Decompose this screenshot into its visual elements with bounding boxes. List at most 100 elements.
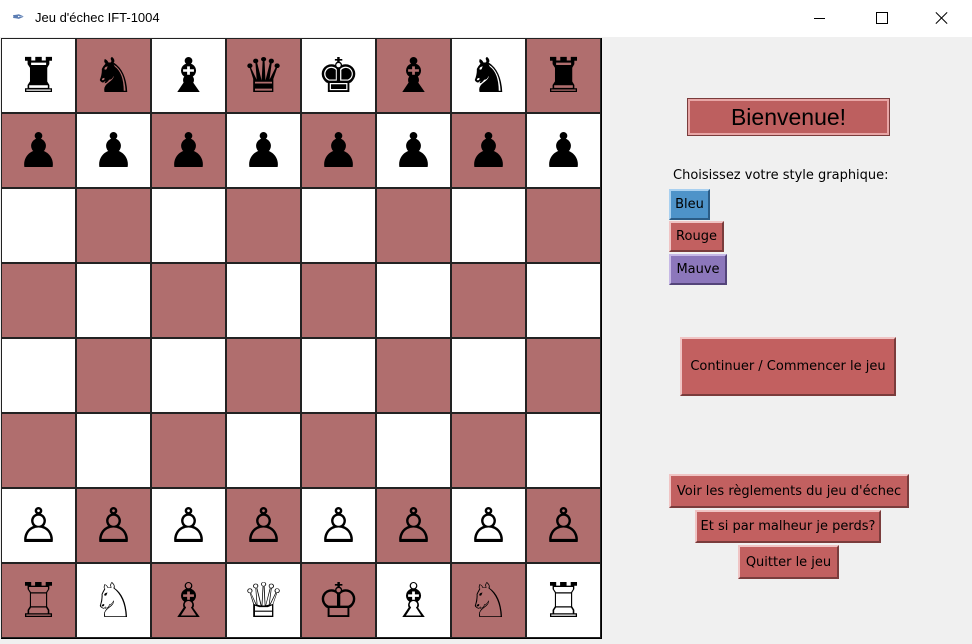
board-square[interactable]: ♝ — [376, 38, 451, 113]
board-square[interactable]: ♙ — [451, 488, 526, 563]
board-square[interactable]: ♔ — [301, 563, 376, 638]
board-square[interactable] — [1, 413, 76, 488]
board-square[interactable] — [76, 263, 151, 338]
chess-piece[interactable]: ♜ — [541, 47, 586, 104]
board-square[interactable] — [76, 413, 151, 488]
chess-piece[interactable]: ♟ — [541, 122, 586, 179]
chess-piece[interactable]: ♘ — [466, 572, 511, 629]
chess-piece[interactable]: ♛ — [241, 47, 286, 104]
board-square[interactable] — [376, 188, 451, 263]
quit-button[interactable]: Quitter le jeu — [738, 545, 839, 579]
chess-piece[interactable]: ♟ — [166, 122, 211, 179]
chess-piece[interactable]: ♟ — [391, 122, 436, 179]
board-square[interactable] — [226, 338, 301, 413]
board-square[interactable] — [301, 413, 376, 488]
chess-piece[interactable]: ♟ — [241, 122, 286, 179]
board-square[interactable]: ♟ — [526, 113, 601, 188]
board-square[interactable]: ♟ — [76, 113, 151, 188]
board-square[interactable] — [151, 338, 226, 413]
board-square[interactable]: ♖ — [526, 563, 601, 638]
chess-piece[interactable]: ♟ — [16, 122, 61, 179]
board-square[interactable] — [451, 188, 526, 263]
chess-piece[interactable]: ♙ — [166, 497, 211, 554]
chess-piece[interactable]: ♙ — [16, 497, 61, 554]
board-square[interactable] — [451, 338, 526, 413]
board-square[interactable]: ♟ — [376, 113, 451, 188]
chess-piece[interactable]: ♟ — [466, 122, 511, 179]
board-square[interactable] — [526, 188, 601, 263]
board-square[interactable] — [451, 413, 526, 488]
board-square[interactable] — [1, 338, 76, 413]
chess-piece[interactable]: ♙ — [241, 497, 286, 554]
board-square[interactable] — [226, 413, 301, 488]
board-square[interactable] — [376, 263, 451, 338]
chess-piece[interactable]: ♚ — [316, 47, 361, 104]
board-square[interactable] — [301, 263, 376, 338]
start-game-button[interactable]: Continuer / Commencer le jeu — [680, 337, 896, 396]
board-square[interactable]: ♙ — [376, 488, 451, 563]
style-red-button[interactable]: Rouge — [669, 221, 724, 252]
board-square[interactable]: ♜ — [1, 38, 76, 113]
board-square[interactable] — [451, 263, 526, 338]
chess-piece[interactable]: ♔ — [316, 572, 361, 629]
board-square[interactable] — [151, 413, 226, 488]
board-square[interactable]: ♗ — [376, 563, 451, 638]
board-square[interactable]: ♙ — [76, 488, 151, 563]
board-square[interactable] — [376, 338, 451, 413]
board-square[interactable]: ♞ — [76, 38, 151, 113]
board-square[interactable]: ♟ — [226, 113, 301, 188]
board-square[interactable] — [526, 338, 601, 413]
board-square[interactable] — [1, 188, 76, 263]
chess-piece[interactable]: ♝ — [391, 47, 436, 104]
board-square[interactable] — [226, 188, 301, 263]
board-square[interactable]: ♙ — [226, 488, 301, 563]
chess-piece[interactable]: ♗ — [166, 572, 211, 629]
board-square[interactable]: ♝ — [151, 38, 226, 113]
rules-button[interactable]: Voir les règlements du jeu d'échec — [669, 474, 909, 508]
board-square[interactable] — [526, 413, 601, 488]
board-square[interactable] — [76, 188, 151, 263]
chess-piece[interactable]: ♙ — [91, 497, 136, 554]
board-square[interactable] — [76, 338, 151, 413]
board-square[interactable]: ♙ — [151, 488, 226, 563]
board-square[interactable]: ♟ — [151, 113, 226, 188]
board-square[interactable]: ♛ — [226, 38, 301, 113]
close-button[interactable] — [918, 0, 964, 37]
board-square[interactable] — [301, 338, 376, 413]
chess-piece[interactable]: ♕ — [241, 572, 286, 629]
board-square[interactable]: ♘ — [76, 563, 151, 638]
chess-piece[interactable]: ♖ — [16, 572, 61, 629]
board-square[interactable] — [301, 188, 376, 263]
chess-piece[interactable]: ♜ — [16, 47, 61, 104]
chess-piece[interactable]: ♞ — [91, 47, 136, 104]
board-square[interactable] — [376, 413, 451, 488]
chess-piece[interactable]: ♟ — [316, 122, 361, 179]
chess-piece[interactable]: ♗ — [391, 572, 436, 629]
board-square[interactable] — [1, 263, 76, 338]
board-square[interactable]: ♚ — [301, 38, 376, 113]
board-square[interactable]: ♜ — [526, 38, 601, 113]
chess-piece[interactable]: ♙ — [541, 497, 586, 554]
minimize-button[interactable] — [796, 0, 842, 37]
board-square[interactable]: ♟ — [451, 113, 526, 188]
chess-piece[interactable]: ♙ — [466, 497, 511, 554]
chess-piece[interactable]: ♙ — [391, 497, 436, 554]
chess-piece[interactable]: ♞ — [466, 47, 511, 104]
board-square[interactable]: ♙ — [1, 488, 76, 563]
board-square[interactable]: ♘ — [451, 563, 526, 638]
board-square[interactable]: ♗ — [151, 563, 226, 638]
board-square[interactable]: ♟ — [1, 113, 76, 188]
chess-piece[interactable]: ♖ — [541, 572, 586, 629]
board-square[interactable] — [226, 263, 301, 338]
lose-help-button[interactable]: Et si par malheur je perds? — [695, 510, 881, 543]
style-purple-button[interactable]: Mauve — [669, 254, 727, 285]
board-square[interactable]: ♞ — [451, 38, 526, 113]
chess-piece[interactable]: ♙ — [316, 497, 361, 554]
board-square[interactable] — [151, 188, 226, 263]
board-square[interactable]: ♟ — [301, 113, 376, 188]
board-square[interactable]: ♕ — [226, 563, 301, 638]
style-blue-button[interactable]: Bleu — [669, 189, 710, 220]
board-square[interactable] — [526, 263, 601, 338]
board-square[interactable] — [151, 263, 226, 338]
board-square[interactable]: ♙ — [301, 488, 376, 563]
